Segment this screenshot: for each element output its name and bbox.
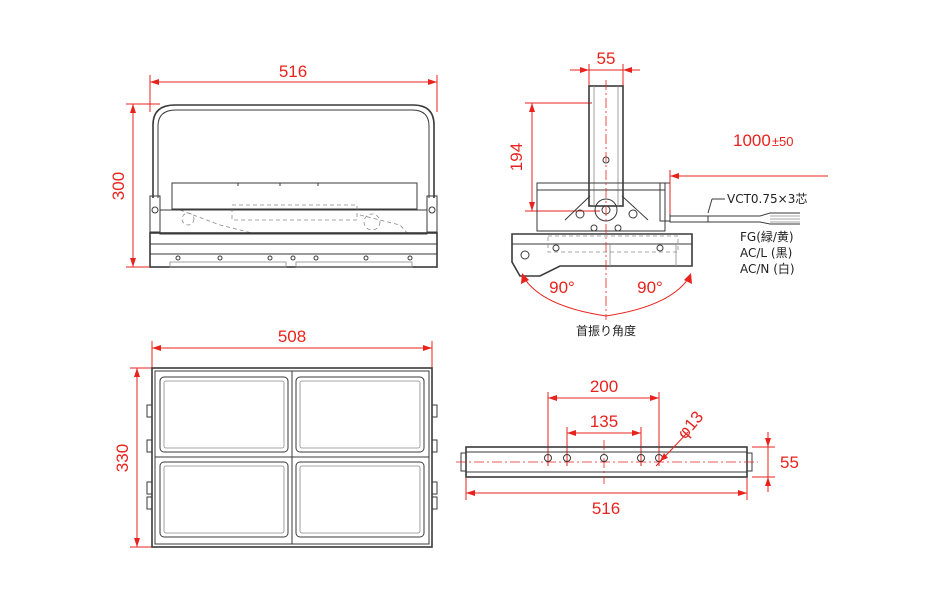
front-view: 516 300: [109, 62, 438, 268]
bottom-width-dimension: 508: [278, 327, 306, 346]
swing-angle-caption: 首振り角度: [576, 323, 636, 338]
bracket-outer-pitch-dimension: 200: [590, 377, 618, 396]
bracket-length-dimension: 516: [592, 499, 620, 518]
front-height-dimension: 300: [109, 172, 128, 200]
bracket-height-dimension: 55: [780, 453, 799, 472]
wire-fg-label: FG(緑/黄): [740, 229, 794, 244]
bottom-height-dimension: 330: [113, 444, 132, 472]
swing-angle-right: 90°: [637, 278, 663, 297]
front-width-dimension: 516: [279, 62, 307, 81]
wire-acl-label: AC/L (黒): [740, 246, 792, 260]
cable-spec-label: VCT0.75×3芯: [727, 192, 807, 206]
arm-width-dimension: 55: [597, 49, 616, 68]
swing-angle-left: 90°: [549, 278, 575, 297]
side-view: 55 194: [507, 49, 828, 338]
bracket-hole-diameter: φ13: [674, 407, 708, 442]
bottom-view: 508 330: [113, 327, 438, 548]
arm-height-dimension: 194: [507, 143, 526, 171]
bracket-inner-pitch-dimension: 135: [590, 412, 618, 431]
wire-acn-label: AC/N (白): [740, 261, 795, 276]
cable-length-dimension: 1000±50: [733, 131, 793, 150]
bracket-view: 200 135 φ13 516: [456, 377, 799, 518]
